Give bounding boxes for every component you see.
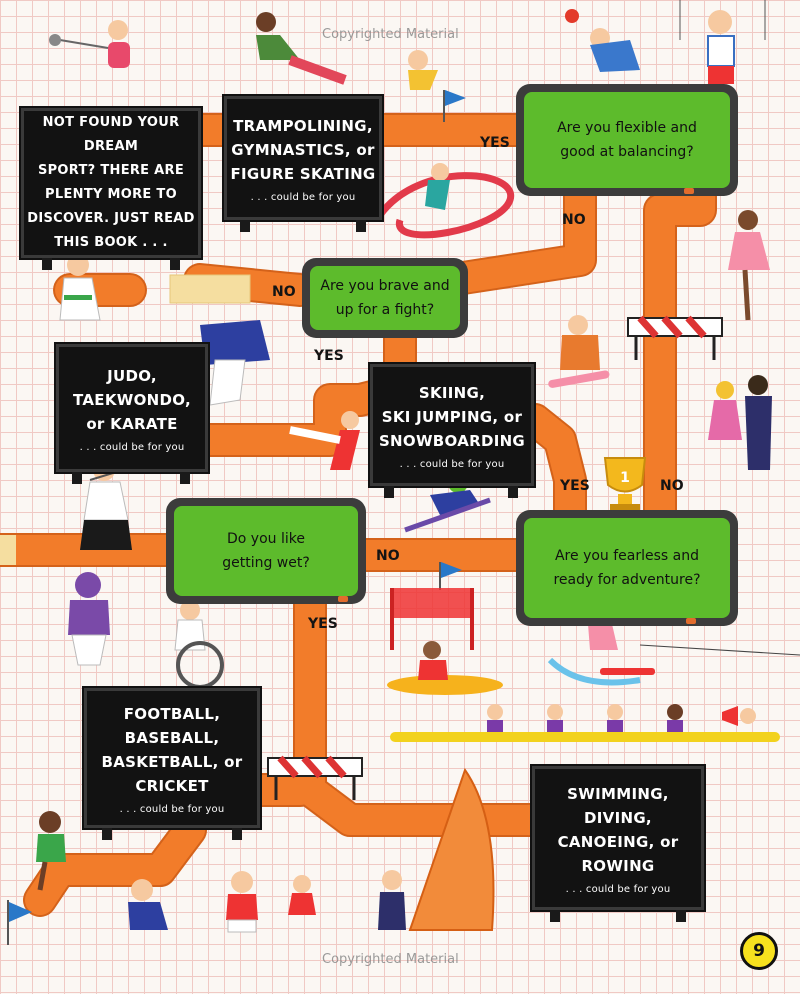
end-stripe: [0, 535, 16, 565]
label-yes-brave: YES: [314, 348, 344, 364]
question-brave: Are you brave and up for a fight?: [302, 258, 468, 338]
cox-megaphone-icon: [722, 706, 756, 726]
windsurfer-icon: [378, 870, 406, 930]
board-line: SWIMMING,: [567, 784, 669, 803]
runner-green-icon: [36, 811, 66, 891]
ribbon-gymnast-icon: [425, 163, 450, 210]
board-line: BASEBALL,: [124, 728, 220, 747]
board-line: BASKETBALL, or: [101, 752, 243, 771]
rings-gymnast-icon: [679, 0, 766, 84]
trophy-icon: 1: [603, 457, 647, 510]
board-line: SPORT? THERE ARE: [37, 163, 185, 178]
hurdle-icon: [627, 315, 723, 360]
rowing-boat: [390, 732, 780, 742]
board-line: SKIING,: [418, 383, 486, 402]
start-stripe: [169, 274, 251, 304]
label-yes-wet: YES: [308, 616, 338, 632]
board-caption: . . . could be for you: [399, 458, 505, 470]
label-no-wet: NO: [376, 548, 400, 564]
board-line: NOT FOUND YOUR DREAM: [42, 115, 180, 154]
question-wet: Do you like getting wet?: [166, 498, 366, 604]
board-line: TRAMPOLINING,: [233, 116, 373, 135]
flag-icon: [7, 900, 32, 945]
water-wake: [547, 657, 641, 686]
board-football: FOOTBALL, BASEBALL, BASKETBALL, or CRICK…: [82, 686, 262, 830]
cheerleader-icon: [288, 875, 316, 915]
judo-throw-icon: [200, 320, 270, 406]
canoeist-icon: [418, 641, 448, 680]
board-caption: . . . could be for you: [565, 883, 671, 895]
question-text: up for a fight?: [335, 302, 435, 318]
snowboarder-icon: [548, 315, 610, 388]
board-swimming: SWIMMING, DIVING, CANOEING, or ROWING . …: [530, 764, 706, 912]
slalom-gate: [390, 588, 474, 650]
batter-icon: [128, 879, 168, 930]
board-line: DISCOVER. JUST READ: [27, 211, 195, 226]
label-no-fearless: NO: [660, 478, 684, 494]
board-line: JUDO,: [107, 366, 157, 385]
label-no-flexible: NO: [562, 212, 586, 228]
board-line: SNOWBOARDING: [378, 431, 526, 450]
board-line: THIS BOOK . . .: [54, 235, 168, 250]
board-line: or KARATE: [86, 414, 178, 433]
board-judo: JUDO, TAEKWONDO, or KARATE . . . could b…: [54, 342, 210, 474]
board-line: TAEKWONDO,: [73, 390, 191, 409]
board-line: GYMNASTICS, or: [231, 140, 375, 159]
board-skiing: SKIING, SKI JUMPING, or SNOWBOARDING . .…: [368, 362, 536, 488]
watermark-bottom: Copyrighted Material: [322, 952, 459, 967]
watermark-top: Copyrighted Material: [322, 27, 459, 42]
flag-icon: [443, 90, 466, 122]
page-number: 9: [740, 932, 778, 970]
hammer-thrower-icon: [49, 20, 130, 68]
sprinter-red-icon: [226, 871, 258, 933]
question-text: good at balancing?: [560, 144, 694, 160]
question-text: ready for adventure?: [553, 572, 701, 588]
question-text: Are you fearless and: [554, 548, 700, 564]
board-line: ROWING: [581, 856, 655, 875]
pommel-horse-gymnast-icon: [256, 12, 347, 85]
karate-kid-icon: [59, 254, 101, 321]
rowing-team-icon: [487, 704, 683, 732]
board-caption: . . . could be for you: [119, 803, 225, 815]
rhythmic-gymnast-ball-icon: [565, 9, 640, 72]
windsurf-sail: [408, 767, 495, 931]
canoe: [387, 675, 503, 695]
board-line: PLENTY MORE TO: [45, 187, 177, 202]
american-football-player-icon: [68, 572, 110, 666]
question-text: Are you brave and: [320, 278, 450, 294]
question-text: Are you flexible and: [557, 120, 697, 136]
figure-skater-icon: [728, 210, 770, 321]
ribbon-swirl: [377, 172, 515, 239]
board-trampolining: TRAMPOLINING, GYMNASTICS, or FIGURE SKAT…: [222, 94, 384, 222]
label-yes-fearless: YES: [560, 478, 590, 494]
hurdle-icon: [267, 755, 363, 800]
board-line: CRICKET: [135, 776, 209, 795]
label-yes-flexible: YES: [480, 135, 510, 151]
taekwondo-kick-icon: [289, 411, 360, 470]
board-caption: . . . could be for you: [79, 441, 185, 453]
wheelchair-athlete-icon: [174, 600, 224, 689]
question-flexible: Are you flexible and good at balancing?: [516, 84, 738, 196]
trophy-number: 1: [620, 470, 630, 486]
board-line: FIGURE SKATING: [230, 164, 376, 183]
question-fearless: Are you fearless and ready for adventure…: [516, 510, 738, 626]
question-text: getting wet?: [222, 555, 310, 571]
label-no-brave: NO: [272, 284, 296, 300]
flag-icon: [439, 562, 462, 590]
board-line: DIVING,: [584, 808, 652, 827]
board-caption: . . . could be for you: [250, 191, 356, 203]
athlete-figures: [36, 0, 772, 933]
board-line: FOOTBALL,: [123, 704, 221, 723]
board-line: SKI JUMPING, or: [381, 407, 523, 426]
question-text: Do you like: [227, 531, 305, 547]
board-line: CANOEING, or: [557, 832, 679, 851]
board-dream-sport: NOT FOUND YOUR DREAM SPORT? THERE ARE PL…: [19, 106, 203, 260]
diver-icon: [408, 50, 438, 90]
pair-skaters-icon: [708, 375, 772, 470]
